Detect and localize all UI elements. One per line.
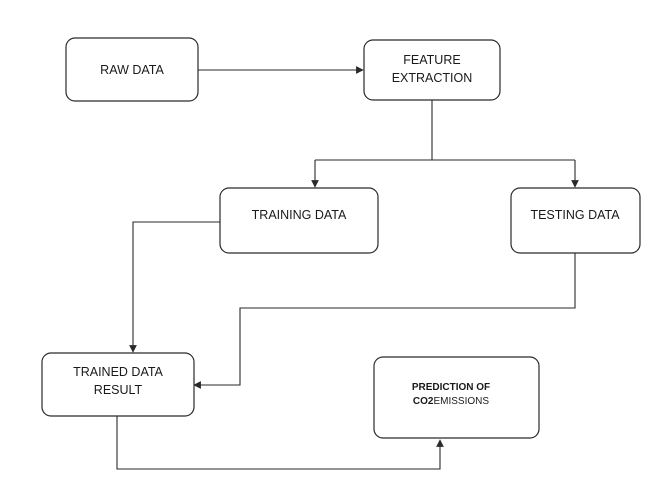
connector-training-to-result xyxy=(129,221,220,353)
connector-result-to-prediction xyxy=(116,416,444,470)
connector-testing-to-result xyxy=(193,253,576,389)
node-trained-data-result: TRAINED DATA RESULT xyxy=(41,352,195,417)
node-prediction-line2: CO2EMISSIONS xyxy=(413,396,489,407)
node-raw-data: RAW DATA xyxy=(65,37,199,102)
node-feature-extraction-line1: FEATURE xyxy=(403,53,460,67)
node-training-data: TRAINING DATA xyxy=(219,187,379,254)
node-raw-data-label: RAW DATA xyxy=(100,63,164,77)
node-testing-data: TESTING DATA xyxy=(510,187,641,254)
node-feature-extraction-line2: EXTRACTION xyxy=(392,71,473,85)
node-prediction: PREDICTION OF CO2EMISSIONS xyxy=(373,356,540,439)
node-training-data-label: TRAINING DATA xyxy=(252,208,347,222)
node-trained-result-line2: RESULT xyxy=(94,383,143,397)
node-prediction-emissions: EMISSIONS xyxy=(433,396,489,407)
node-prediction-co2: CO2 xyxy=(413,396,434,407)
node-testing-data-label: TESTING DATA xyxy=(530,208,620,222)
node-prediction-line1: PREDICTION OF xyxy=(412,382,490,393)
node-trained-result-line1: TRAINED DATA xyxy=(73,365,163,379)
node-feature-extraction: FEATURE EXTRACTION xyxy=(363,39,501,101)
